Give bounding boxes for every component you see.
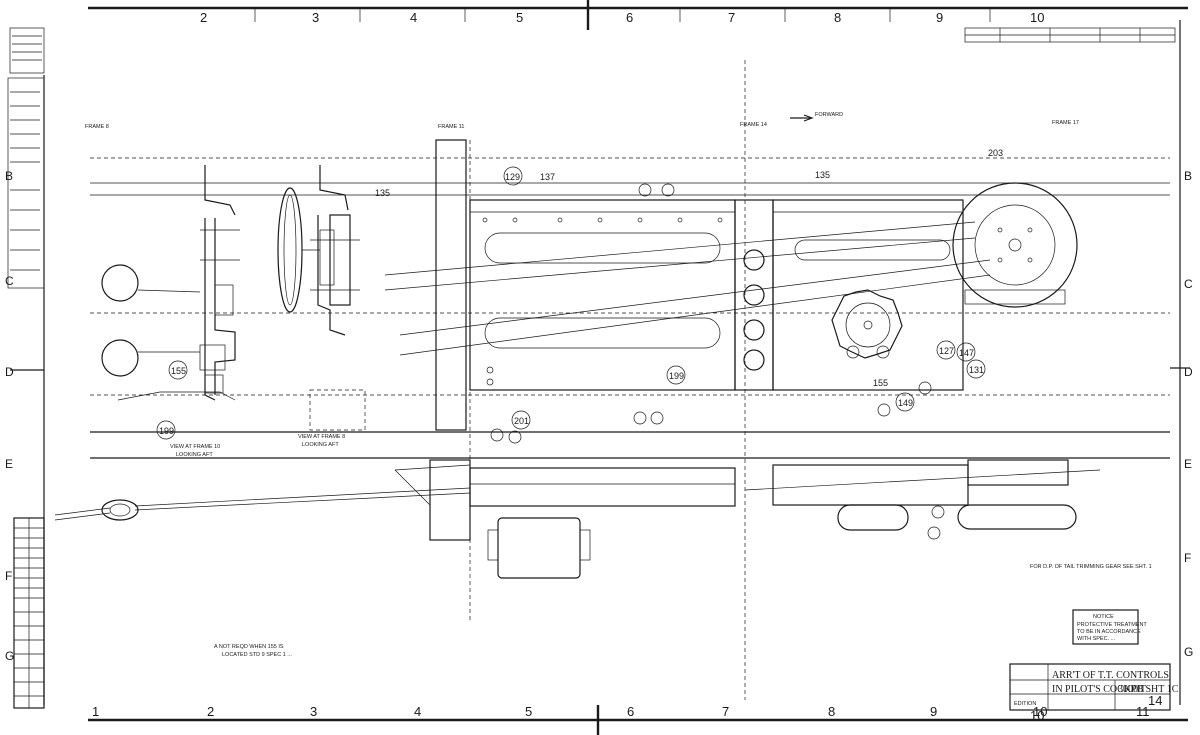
main-panel bbox=[469, 199, 736, 391]
note-text: FOR D.P. OF TAIL TRIMMING GEAR SEE SHT. … bbox=[1030, 564, 1152, 570]
notice-text: PROTECTIVE TREATMENT bbox=[1077, 622, 1147, 628]
column-numbers-top: 2 3 4 5 6 7 8 9 10 bbox=[200, 10, 1044, 25]
note-text: A NOT REQD WHEN 155 IS bbox=[214, 644, 284, 650]
lower-rail bbox=[394, 459, 1069, 507]
frame-label: FRAME 8 bbox=[85, 124, 109, 130]
callout-201: 201 bbox=[514, 416, 529, 426]
drawing-notes: A NOT REQD WHEN 155 IS LOCATED STD 9 SPE… bbox=[214, 564, 1152, 658]
callout-129: 129 bbox=[505, 172, 520, 182]
row-letter: F bbox=[1184, 551, 1191, 565]
column-number: 3 bbox=[312, 10, 319, 25]
note-text: LOCATED STD 9 SPEC 1 ... bbox=[222, 652, 292, 658]
column-number: 4 bbox=[410, 10, 417, 25]
column-number: 5 bbox=[516, 10, 523, 25]
row-letter: G bbox=[5, 649, 14, 663]
column-numbers-bottom: 1 2 3 4 5 6 7 8 9 10 11 bbox=[92, 704, 1150, 719]
drawing-number: 30008 SHT 1C bbox=[1118, 684, 1179, 695]
title-block: ARR'T OF T.T. CONTROLS IN PILOT'S COCKPI… bbox=[1009, 663, 1179, 723]
column-number: 8 bbox=[828, 704, 835, 719]
callout-131: 131 bbox=[969, 365, 984, 375]
callout-155: 155 bbox=[873, 378, 888, 388]
frame-labels: FRAME 8 FRAME 11 FRAME 14 FORWARD FRAME … bbox=[85, 112, 1079, 130]
view-caption: VIEW AT FRAME 10 bbox=[170, 444, 220, 450]
view-captions: VIEW AT FRAME 10 LOOKING AFT VIEW AT FRA… bbox=[170, 434, 345, 458]
column-number: 5 bbox=[525, 704, 532, 719]
column-number: 9 bbox=[936, 10, 943, 25]
callout-137: 137 bbox=[540, 172, 555, 182]
row-letter: B bbox=[5, 169, 13, 183]
row-letter: B bbox=[1184, 169, 1192, 183]
view-caption: LOOKING AFT bbox=[176, 452, 213, 458]
revision-table bbox=[13, 517, 45, 709]
forward-label: FORWARD bbox=[815, 112, 843, 118]
column-number: 4 bbox=[414, 704, 421, 719]
callout-199: 199 bbox=[669, 371, 684, 381]
callouts: 129 137 135 135 203 155 199 199 201 155 … bbox=[156, 148, 1003, 540]
row-letters-right: B C D E F G bbox=[1184, 169, 1193, 659]
row-letters-left: B C D E F G bbox=[5, 169, 14, 663]
control-cables bbox=[54, 221, 1101, 521]
drawing-title: ARR'T OF T.T. CONTROLS bbox=[1052, 670, 1169, 681]
column-number: 10 bbox=[1030, 10, 1044, 25]
column-number: 6 bbox=[626, 10, 633, 25]
notice-box: NOTICE PROTECTIVE TREATMENT TO BE IN ACC… bbox=[1072, 609, 1147, 645]
column-number: 9 bbox=[930, 704, 937, 719]
forward-arrow bbox=[790, 114, 814, 122]
cable-drum bbox=[952, 182, 1078, 308]
trim-gear bbox=[831, 289, 903, 359]
column-number: 7 bbox=[722, 704, 729, 719]
column-number: 6 bbox=[627, 704, 634, 719]
trim-handwheel bbox=[277, 187, 320, 313]
row-letter: E bbox=[5, 457, 13, 471]
column-number: 1 bbox=[92, 704, 99, 719]
margin-notes-strip bbox=[7, 27, 45, 289]
lower-components bbox=[487, 504, 1077, 579]
frame-label: FRAME 17 bbox=[1052, 120, 1079, 126]
notice-text: TO BE IN ACCORDANCE bbox=[1077, 629, 1141, 635]
row-letter: F bbox=[5, 569, 12, 583]
frame-label: FRAME 11 bbox=[438, 124, 465, 130]
row-letter: G bbox=[1184, 645, 1193, 659]
column-number: 3 bbox=[310, 704, 317, 719]
frame-label: FRAME 14 bbox=[740, 122, 767, 128]
column-number: 2 bbox=[200, 10, 207, 25]
reference-block bbox=[964, 27, 1176, 43]
frame-11-structure bbox=[429, 139, 471, 541]
column-number: 2 bbox=[207, 704, 214, 719]
column-number: 7 bbox=[728, 10, 735, 25]
notice-title: NOTICE bbox=[1093, 614, 1114, 620]
callout-135: 135 bbox=[375, 188, 390, 198]
frame-8-bracket bbox=[309, 165, 366, 431]
lower-pulley bbox=[101, 499, 139, 521]
column-number: 11 bbox=[1136, 704, 1150, 719]
callout-155: 155 bbox=[171, 366, 186, 376]
drawing-title: IN PILOT'S COCKPIT bbox=[1052, 684, 1146, 695]
edition-label: EDITION bbox=[1014, 701, 1036, 707]
right-panel bbox=[772, 199, 964, 391]
sheet-number: 10 bbox=[1030, 708, 1044, 723]
callout-127: 127 bbox=[939, 346, 954, 356]
column-number: 10 bbox=[1033, 704, 1047, 719]
callout-203: 203 bbox=[988, 148, 1003, 158]
row-letter: E bbox=[1184, 457, 1192, 471]
row-letter: C bbox=[1184, 277, 1193, 291]
view-caption: VIEW AT FRAME 8 bbox=[298, 434, 345, 440]
callout-149: 149 bbox=[898, 398, 913, 408]
structure-lines bbox=[90, 60, 1170, 700]
callout-199: 199 bbox=[159, 426, 174, 436]
callout-135: 135 bbox=[815, 170, 830, 180]
column-number: 8 bbox=[834, 10, 841, 25]
row-letter: D bbox=[5, 365, 14, 379]
view-caption: LOOKING AFT bbox=[302, 442, 339, 448]
callout-147: 147 bbox=[959, 348, 974, 358]
row-letter: D bbox=[1184, 365, 1193, 379]
centre-pulleys bbox=[734, 199, 774, 391]
left-pulleys bbox=[101, 264, 201, 377]
frame-10-bracket bbox=[117, 165, 240, 401]
row-letter: C bbox=[5, 274, 14, 288]
notice-text: WITH SPEC. ... bbox=[1077, 636, 1116, 642]
sheet-suffix: 14 bbox=[1148, 693, 1162, 708]
